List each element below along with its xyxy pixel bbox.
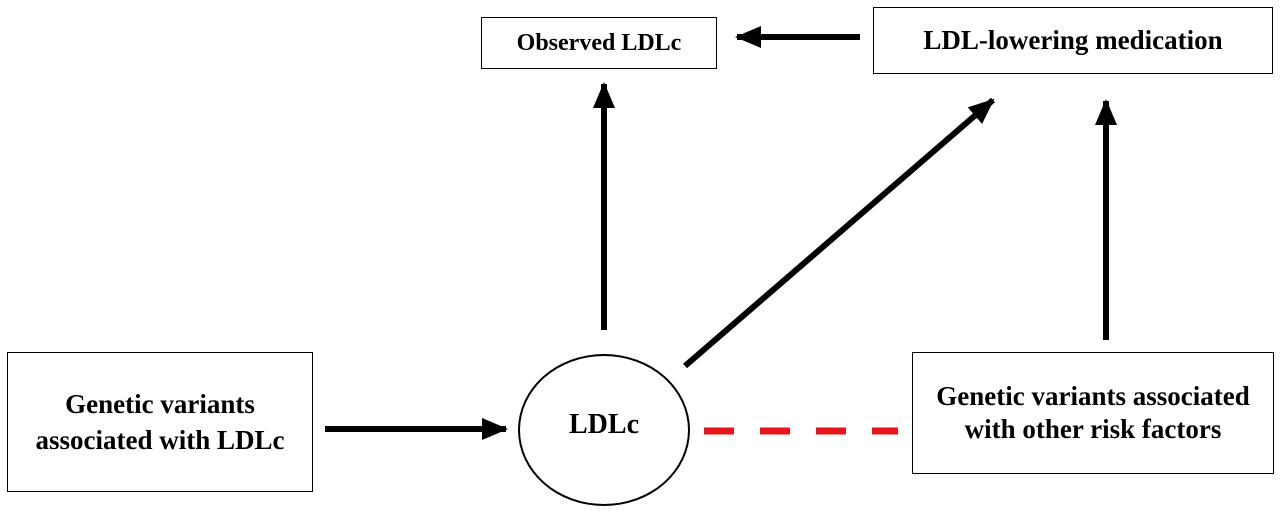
arrow-ldlc-to-medication: [683, 97, 995, 369]
node-ldlc-label: LDLc: [569, 409, 639, 440]
node-genetic-variants-ldlc: Genetic variants associated with LDLc: [7, 352, 313, 492]
node-genetic-variants-other: Genetic variants associated with other r…: [912, 352, 1274, 474]
node-ldl-lowering-medication: LDL-lowering medication: [873, 7, 1273, 74]
node-observed-ldlc-label: Observed LDLc: [516, 29, 682, 56]
node-genetic-variants-ldlc-label: Genetic variants associated with LDLc: [35, 389, 285, 455]
node-observed-ldlc: Observed LDLc: [481, 17, 717, 69]
node-ldlc: LDLc: [518, 354, 690, 506]
node-ldl-lowering-medication-label: LDL-lowering medication: [923, 25, 1223, 55]
node-genetic-variants-other-label: Genetic variants associated with other r…: [936, 381, 1250, 444]
